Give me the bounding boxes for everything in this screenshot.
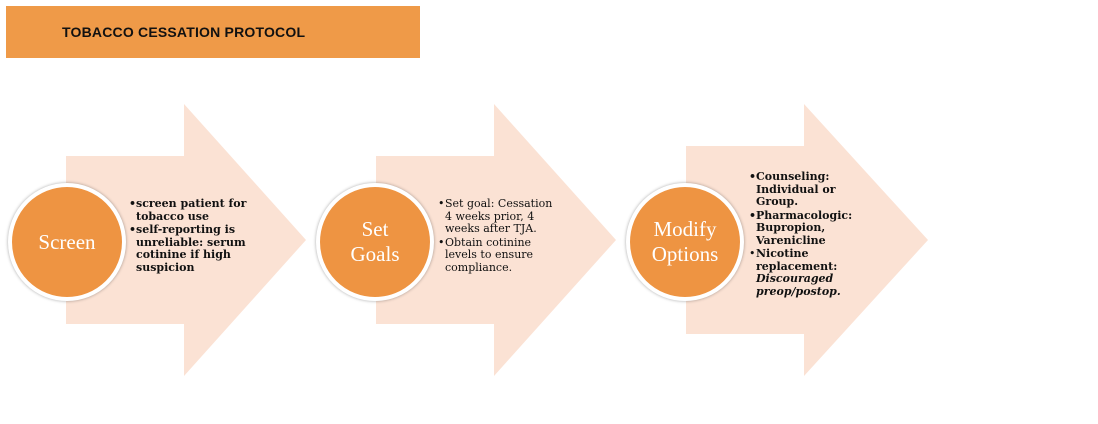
step-1-bullets: screen patient for tobacco use self-repo… xyxy=(129,197,247,275)
step-1-circle: Screen xyxy=(8,183,126,301)
step-3-bullet-3: Nicotine replacement: Discouraged preop/… xyxy=(749,247,869,298)
step-3-circle: Modify Options xyxy=(626,183,744,301)
step-1-label: Screen xyxy=(38,229,96,254)
step-2-bullets: Set goal: Cessation 4 weeks prior, 4 wee… xyxy=(438,197,558,275)
step-1-bullet-2: self-reporting is unreliable: serum coti… xyxy=(129,223,247,274)
page-title: TOBACCO CESSATION PROTOCOL xyxy=(62,24,306,40)
step-3-note: Discouraged preop/postop. xyxy=(756,272,841,298)
step-2-bullet-1: Set goal: Cessation 4 weeks prior, 4 wee… xyxy=(438,197,558,236)
step-3-bullet-3-text: Nicotine replacement: xyxy=(756,247,838,273)
step-2-bullet-2: Obtain cotinine levels to ensure complia… xyxy=(438,236,558,275)
step-3-label: Modify Options xyxy=(651,217,719,266)
step-2-label: Set Goals xyxy=(350,217,400,266)
step-3-bullet-1: Counseling: Individual or Group. xyxy=(749,170,869,209)
step-1-bullet-1: screen patient for tobacco use xyxy=(129,197,247,223)
title-banner: TOBACCO CESSATION PROTOCOL xyxy=(6,6,420,58)
step-2-circle: Set Goals xyxy=(316,183,434,301)
step-3-bullets: Counseling: Individual or Group. Pharmac… xyxy=(749,170,869,299)
step-3-bullet-2: Pharmacologic: Bupropion, Varenicline xyxy=(749,209,869,248)
